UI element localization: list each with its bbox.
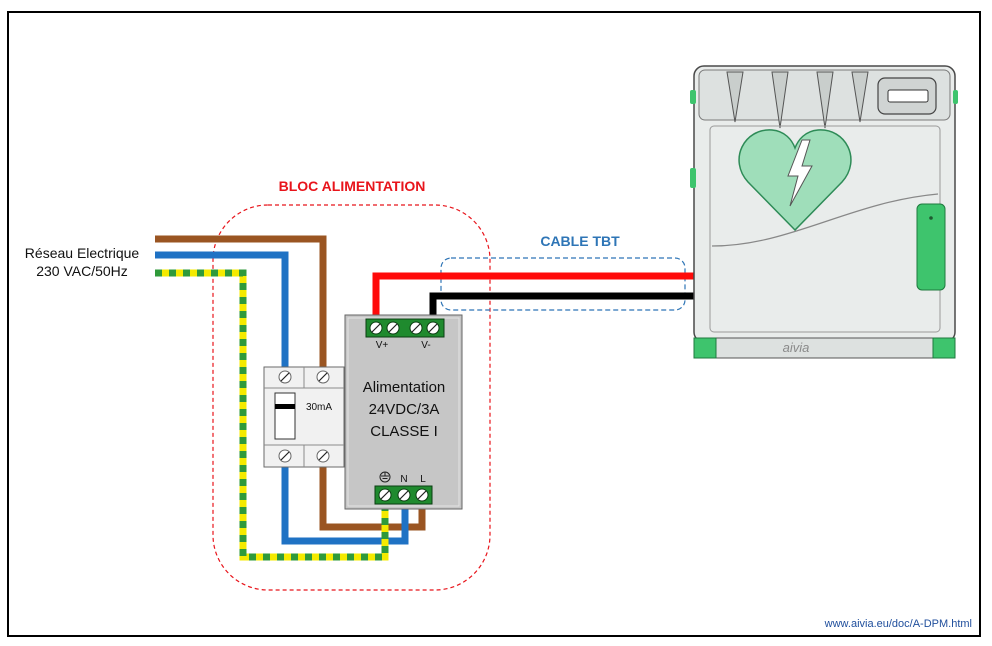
output-terminal-body bbox=[365, 318, 445, 338]
cabinet-handle-dot bbox=[929, 216, 933, 220]
earth-wire-green-stripes bbox=[155, 269, 389, 561]
cabinet-ridge-1 bbox=[726, 71, 744, 123]
blue-wire-out bbox=[281, 465, 409, 545]
psu-body bbox=[344, 314, 463, 510]
cabinet-side-clip-right bbox=[953, 90, 958, 104]
breaker-screw-bottom-right bbox=[316, 449, 330, 463]
vminus-label: V- bbox=[421, 340, 430, 351]
psu-input-terminal-block bbox=[374, 485, 433, 505]
differential-breaker: 30mA bbox=[263, 366, 345, 468]
breaker-screw-bottom-left bbox=[278, 449, 292, 463]
breaker-screw-top-left bbox=[278, 370, 292, 384]
cabinet-ridge-2 bbox=[771, 71, 789, 129]
bloc-alimentation-title: BLOC ALIMENTATION bbox=[279, 178, 426, 194]
psu-label-line2: 24VDC/3A bbox=[369, 401, 440, 418]
breaker-switch bbox=[274, 392, 296, 440]
terminal-screw-neutral bbox=[397, 488, 411, 502]
line-label: L bbox=[420, 474, 426, 485]
source-url: www.aivia.eu/doc/A-DPM.html bbox=[824, 618, 972, 630]
heart-icon bbox=[738, 129, 852, 232]
cabinet-handle-opening bbox=[887, 89, 929, 103]
cabinet-base bbox=[693, 337, 956, 359]
black-wire-vminus bbox=[429, 292, 694, 322]
breaker-rating: 30mA bbox=[306, 402, 332, 413]
cabinet-side-clip-top bbox=[690, 90, 696, 104]
cabinet-ridge-3 bbox=[816, 71, 834, 129]
earth-symbol-icon bbox=[379, 471, 391, 483]
blue-wire-in bbox=[155, 251, 289, 370]
low-voltage-wires bbox=[372, 272, 694, 322]
terminal-screw-line bbox=[415, 488, 429, 502]
cable-tbt-title: CABLE TBT bbox=[540, 233, 620, 249]
cabinet-green-handle bbox=[916, 203, 946, 291]
terminal-screw-earth bbox=[378, 488, 392, 502]
aed-cabinet: aivia bbox=[690, 65, 958, 359]
terminal-screw-vminus-1 bbox=[409, 321, 423, 335]
cable-tbt-outline bbox=[440, 257, 686, 311]
breaker-switch-lever bbox=[275, 404, 295, 409]
cabinet-foot-left bbox=[693, 337, 717, 359]
mains-wires bbox=[155, 235, 426, 561]
red-wire-vplus bbox=[372, 272, 694, 322]
terminal-screw-vplus-1 bbox=[369, 321, 383, 335]
psu-output-terminal-block bbox=[365, 318, 445, 338]
vplus-label: V+ bbox=[376, 340, 389, 351]
network-label-line2: 230 VAC/50Hz bbox=[36, 263, 128, 279]
cabinet-ridge-4 bbox=[851, 71, 869, 123]
psu-label-line3: CLASSE I bbox=[370, 423, 438, 440]
brown-wire-in bbox=[155, 235, 327, 370]
power-supply: V+ V- Alimentation 24VDC/3A CLASSE I N L bbox=[344, 314, 463, 510]
terminal-screw-vplus-2 bbox=[386, 321, 400, 335]
network-label-line1: Réseau Electrique bbox=[25, 245, 140, 261]
cabinet-foot-right bbox=[932, 337, 956, 359]
terminal-screw-vminus-2 bbox=[426, 321, 440, 335]
breaker-screw-top-right bbox=[316, 370, 330, 384]
psu-label-line1: Alimentation bbox=[363, 379, 446, 396]
cabinet-logo: aivia bbox=[783, 340, 810, 355]
cabinet-side-clip-middle bbox=[690, 168, 696, 188]
brown-wire-out bbox=[319, 465, 426, 531]
lightning-bolt-icon bbox=[787, 139, 813, 207]
cabinet-panel-curve bbox=[711, 193, 939, 247]
psu-inner-edge bbox=[347, 317, 460, 507]
neutral-label: N bbox=[400, 474, 407, 485]
